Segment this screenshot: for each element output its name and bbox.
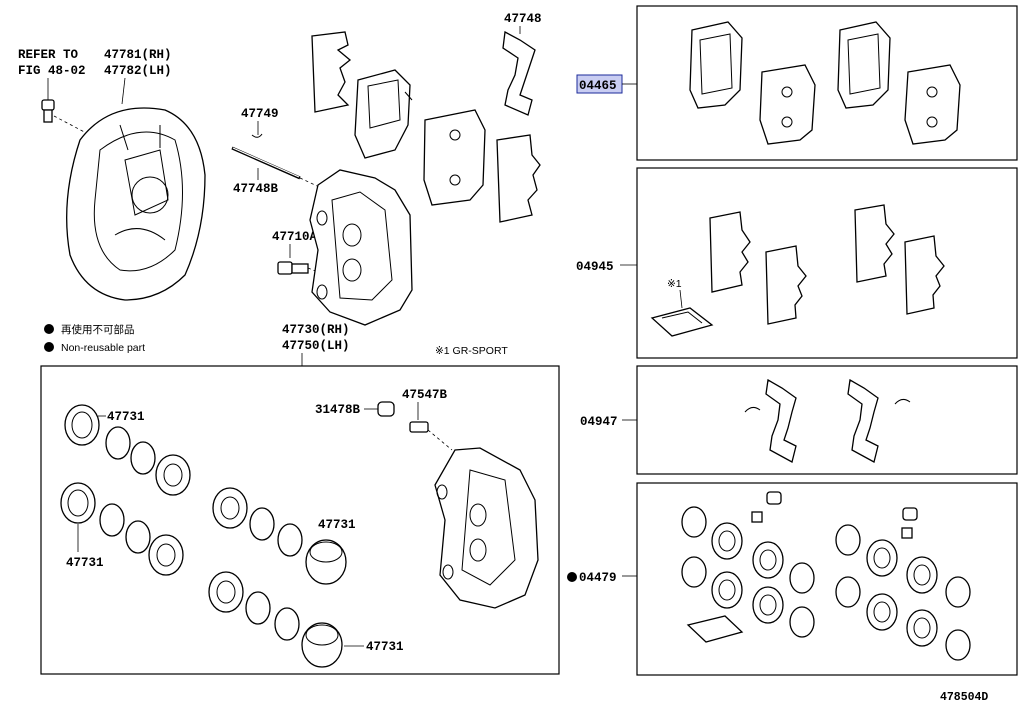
piston-set-middle-left[interactable] (60, 482, 184, 576)
part-47731-label-b[interactable]: 47731 (66, 556, 104, 570)
caliper-body[interactable] (434, 447, 539, 609)
pad-kit-pad-3[interactable] (837, 21, 891, 109)
legend-jp: 再使用不可部品 (61, 323, 135, 336)
caliper-mounting-bolt[interactable] (277, 261, 326, 276)
bleeder-plug-cap[interactable] (377, 401, 395, 417)
shim-kit-shim-3[interactable] (854, 204, 895, 283)
leader-note-1 (679, 289, 683, 309)
brake-caliper-assembly[interactable] (309, 169, 413, 326)
mounting-bolt[interactable] (41, 99, 93, 137)
dust-boot-ring[interactable] (130, 441, 156, 475)
pad-kit-pad-2[interactable] (759, 64, 816, 145)
shim-kit-shim-2[interactable] (765, 245, 807, 325)
cylinder-kit-box (636, 482, 1018, 676)
support-plate-clip-2[interactable] (894, 398, 911, 405)
part-47731-label-c[interactable]: 47731 (318, 518, 356, 532)
part-47547b-label[interactable]: 47547B (402, 388, 448, 402)
brake-pad-lower[interactable] (423, 109, 486, 206)
piston-set-lower[interactable] (208, 571, 343, 668)
shim-kit-shim-1[interactable] (709, 211, 751, 293)
anti-squeal-shim-left[interactable] (311, 31, 352, 113)
brake-pad-upper[interactable] (354, 69, 413, 159)
refer-fig-label: FIG 48-02 (18, 64, 86, 78)
nonreusable-bullet-icon (44, 324, 54, 334)
bleeder-plug[interactable] (409, 421, 453, 451)
part-31478b-label[interactable]: 31478B (315, 403, 361, 417)
grease-packet[interactable] (650, 307, 714, 337)
pad-kit-box (636, 5, 1018, 161)
piston (64, 404, 100, 446)
piston (305, 539, 347, 585)
part-47710a-label[interactable]: 47710A (272, 230, 318, 244)
part-47782-label[interactable]: 47782(LH) (104, 64, 172, 78)
part-04479-label[interactable]: 04479 (579, 571, 617, 585)
support-plate-2[interactable] (847, 378, 879, 463)
leader-47781 (121, 77, 126, 105)
cylinder-kit-right[interactable] (835, 507, 971, 661)
part-04947-label[interactable]: 04947 (580, 415, 618, 429)
part-47750-label[interactable]: 47750(LH) (282, 339, 350, 353)
cylinder-kit-left[interactable] (681, 491, 815, 643)
piston-seal[interactable] (105, 426, 131, 460)
shim-kit-box (636, 167, 1018, 359)
refer-to-label: REFER TO (18, 48, 79, 62)
anti-squeal-shim-right[interactable] (496, 134, 541, 223)
part-47748-label[interactable]: 47748 (504, 12, 542, 26)
pad-kit-pad-4[interactable] (904, 64, 961, 145)
part-47731-label-d[interactable]: 47731 (366, 640, 404, 654)
pad-pin[interactable] (231, 146, 331, 193)
part-47748b-label[interactable]: 47748B (233, 182, 279, 196)
pad-pin-clip[interactable] (251, 133, 263, 138)
dust-shield[interactable] (66, 107, 206, 301)
piston-set-upper[interactable] (64, 404, 191, 496)
support-plate-kit-box (636, 365, 1018, 475)
dust-boot (155, 454, 191, 496)
nonreusable-bullet-icon-en (44, 342, 54, 352)
support-plate-clip-1[interactable] (744, 406, 761, 413)
caliper-detail-box (40, 365, 560, 675)
part-47781-label[interactable]: 47781(RH) (104, 48, 172, 62)
piston (60, 482, 96, 524)
note-1-label: ※1 (667, 278, 682, 290)
legend-en: Non-reusable part (61, 342, 145, 354)
part-47749-label[interactable]: 47749 (241, 107, 279, 121)
pad-support-plate[interactable] (502, 30, 536, 116)
part-04465-label[interactable]: 04465 (579, 79, 617, 93)
pad-kit-pad-1[interactable] (689, 21, 743, 109)
gr-sport-note: ※1 GR-SPORT (435, 345, 508, 357)
figure-code: 478504D (940, 691, 988, 704)
shim-kit-shim-4[interactable] (904, 235, 945, 315)
piston-set-middle-right[interactable] (212, 487, 347, 585)
piston (301, 622, 343, 668)
support-plate-1[interactable] (765, 378, 797, 463)
nonreusable-04479-icon (567, 572, 577, 582)
part-47730-label[interactable]: 47730(RH) (282, 323, 350, 337)
part-04945-label[interactable]: 04945 (576, 260, 614, 274)
part-47731-label-a[interactable]: 47731 (107, 410, 145, 424)
